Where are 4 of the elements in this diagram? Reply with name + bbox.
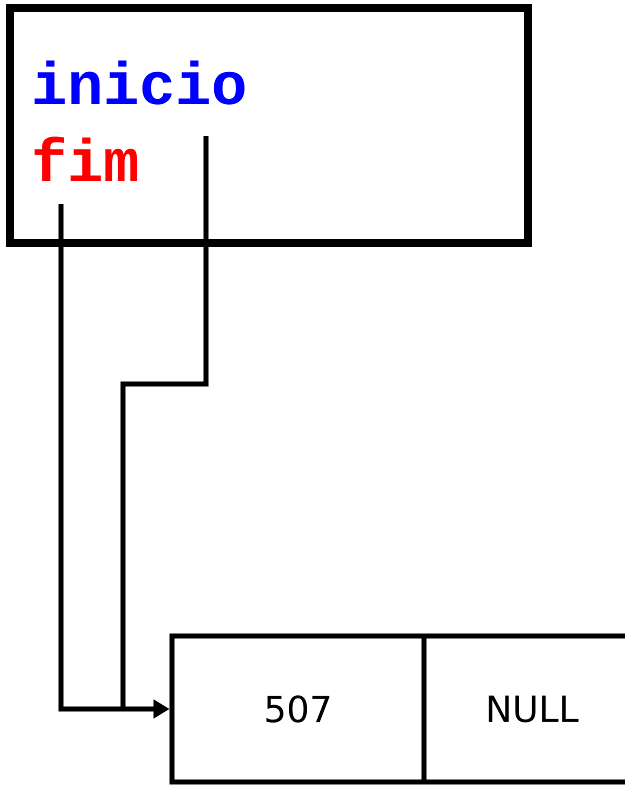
list-cell: 507 xyxy=(170,634,426,784)
pointer-box xyxy=(6,4,532,247)
variable-name: inicio xyxy=(34,60,244,105)
variable-name: fim xyxy=(34,136,138,181)
